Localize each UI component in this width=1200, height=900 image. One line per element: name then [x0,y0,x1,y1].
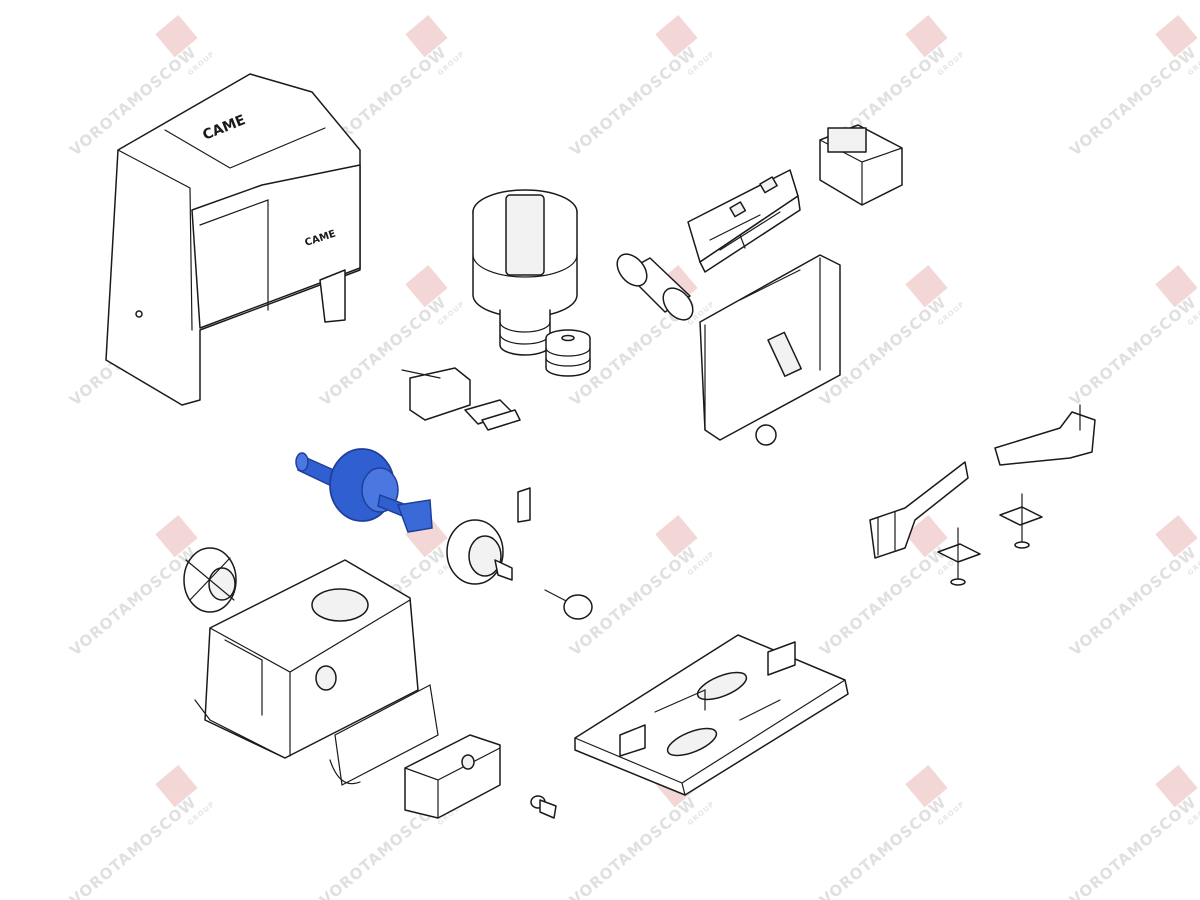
foundation-plate[interactable] [574,634,849,796]
motor-cover[interactable]: CAME CAME [105,73,361,406]
limit-bracket-left[interactable] [869,461,969,559]
spacer-stack[interactable] [545,329,591,377]
watermark-logo-icon [155,14,198,58]
watermark-text: VOROTAMOSCOW [566,43,700,160]
release-cover[interactable] [404,734,501,819]
gearbox-housing[interactable] [194,559,419,759]
watermark-logo-icon [1155,14,1198,58]
watermark-text: VOROTAMOSCOW [566,793,700,900]
watermark-text: VOROTAMOSCOW [66,793,200,900]
worm-gear[interactable] [446,519,513,585]
watermark-logo-icon [905,14,948,58]
limit-switch-block[interactable] [401,367,521,431]
capacitor[interactable] [611,248,699,325]
watermark-logo-icon [905,764,948,808]
watermark-text: VOROTAMOSCOW [1066,793,1200,900]
release-pin[interactable] [544,589,593,620]
transformer[interactable] [819,124,903,206]
watermark-text: VOROTAMOSCOW [816,543,950,660]
limit-bracket-right[interactable] [994,404,1096,466]
watermark-logo-icon [405,14,448,58]
watermark-text: VOROTAMOSCOW [1066,293,1200,410]
watermark-text: VOROTAMOSCOW [1066,43,1200,160]
fixing-bolt-2[interactable] [999,493,1043,549]
small-clip[interactable] [517,487,531,523]
fixing-bolt-1[interactable] [937,527,981,586]
watermark-logo-icon [155,764,198,808]
electric-motor[interactable] [472,189,578,356]
watermark-logo-icon [405,264,448,308]
watermark-logo-icon [905,264,948,308]
watermark-logo-icon [655,14,698,58]
watermark-logo-icon [1155,514,1198,558]
gasket[interactable] [329,684,439,786]
watermark-text: VOROTAMOSCOW [1066,543,1200,660]
watermark-text: VOROTAMOSCOW [816,793,950,900]
board-mounting-plate[interactable] [699,254,841,446]
watermark-text: VOROTAMOSCOW [66,543,200,660]
pinion-gear[interactable] [183,547,237,613]
watermark-logo-icon [155,514,198,558]
watermark-logo-icon [1155,264,1198,308]
watermark-logo-icon [655,514,698,558]
watermark-logo-icon [905,514,948,558]
drive-shaft-assembly-highlighted[interactable] [295,448,433,533]
release-key[interactable] [530,795,557,819]
watermark-logo-icon [1155,764,1198,808]
control-board[interactable] [687,169,801,273]
